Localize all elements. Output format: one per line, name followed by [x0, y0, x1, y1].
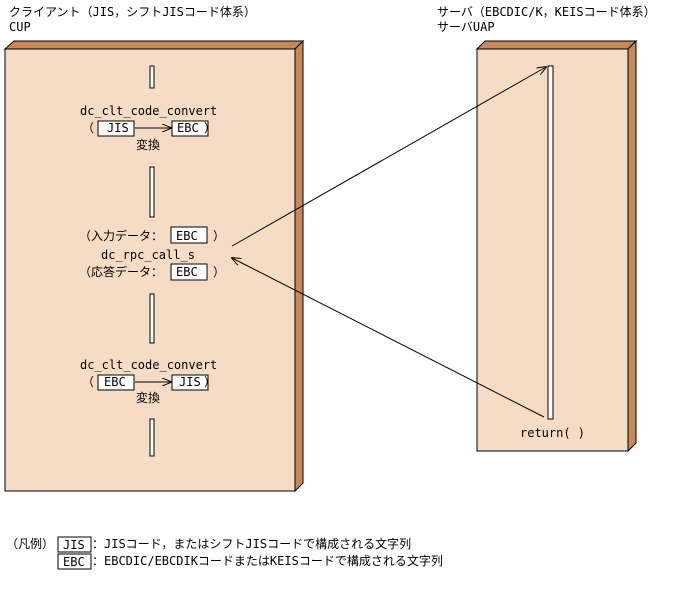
- output-data-close: ）: [213, 265, 226, 279]
- server-return-label: return( ): [520, 426, 586, 440]
- client-process-bar: [149, 418, 155, 457]
- client-panel: [3, 39, 305, 493]
- ebc-box-2: [97, 374, 135, 391]
- response-arrow: [232, 258, 545, 418]
- convert2-caption: 変換: [136, 391, 161, 405]
- convert1-close-paren: ）: [204, 121, 217, 135]
- input-ebc-box: [170, 226, 208, 244]
- legend-ebc-text: ：EBCDIC/EBCDIKコードまたはKEISコードで構成される文字列: [92, 554, 443, 568]
- convert2-to-label: JIS: [179, 375, 201, 389]
- legend-label: （凡例）: [6, 537, 55, 551]
- convert1-open-paren: （: [82, 121, 95, 135]
- client-panel-side: [294, 39, 304, 493]
- request-arrow: [231, 67, 546, 247]
- convert2-function: dc_clt_code_convert: [80, 358, 218, 372]
- client-process-bar: [149, 166, 155, 218]
- legend-ebc-box: [57, 553, 92, 570]
- client-panel-top: [3, 40, 305, 50]
- server-panel-side: [627, 39, 637, 453]
- server-title: サーバ（EBCDIC/K，KEISコード体系）: [437, 5, 656, 19]
- server-panel: [475, 39, 638, 453]
- convert1-caption: 変換: [136, 138, 161, 152]
- convert1-function: dc_clt_code_convert: [80, 104, 218, 118]
- input-data-label: （入力データ：: [79, 229, 164, 243]
- output-data-label: （応答データ：: [79, 265, 164, 279]
- input-data-close: ）: [213, 229, 226, 243]
- rpc-function: dc_rpc_call_s: [101, 248, 195, 262]
- input-data-box-label: EBC: [176, 229, 198, 243]
- legend-jis-box: [57, 536, 92, 553]
- convert1-from-label: JIS: [107, 121, 129, 135]
- client-title: クライアント（JIS，シフトJISコード体系）: [9, 5, 256, 19]
- client-panel-face: [4, 48, 296, 492]
- convert1-to-label: EBC: [177, 121, 199, 135]
- server-process-bar: [547, 65, 554, 420]
- legend-jis-text: ：JISコード，またはシフトJISコードで構成される文字列: [92, 537, 412, 551]
- server-panel-top: [475, 40, 638, 50]
- jis-box-2: [171, 374, 209, 391]
- jis-box-1: [97, 120, 135, 137]
- legend-ebc-box-label: EBC: [63, 555, 85, 569]
- output-data-box-label: EBC: [176, 265, 198, 279]
- client-process-bar: [149, 293, 155, 344]
- convert2-open-paren: （: [82, 375, 95, 389]
- output-ebc-box: [170, 263, 208, 281]
- legend-jis-box-label: JIS: [63, 538, 85, 552]
- client-subtitle: CUP: [9, 20, 31, 34]
- client-process-bar: [149, 65, 155, 89]
- ebc-box-1: [171, 120, 209, 137]
- server-subtitle: サーバUAP: [437, 20, 495, 34]
- convert2-from-label: EBC: [104, 375, 126, 389]
- convert2-close-paren: ）: [204, 375, 217, 389]
